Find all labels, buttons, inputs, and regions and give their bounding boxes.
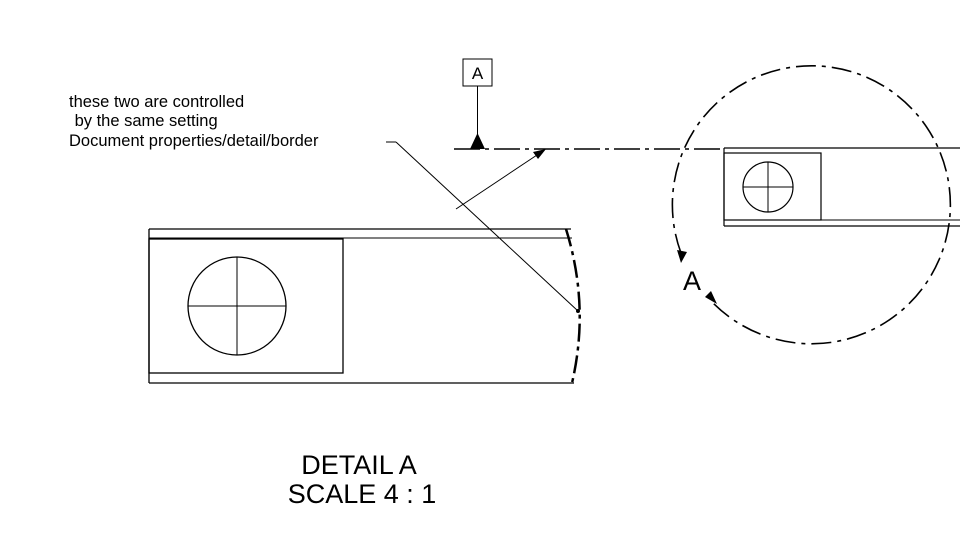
detail-circle-label: A bbox=[683, 266, 701, 296]
datum-label: A bbox=[472, 64, 484, 83]
leader-lines bbox=[395, 141, 580, 313]
detail-scale: SCALE 4 : 1 bbox=[288, 479, 437, 509]
parent-view bbox=[723, 147, 960, 227]
leader-line-to-detail-circle bbox=[455, 152, 541, 210]
detail-circle-arrow-lower bbox=[705, 291, 717, 304]
detail-circle-outline bbox=[671, 65, 952, 345]
detail-title: DETAIL A bbox=[301, 450, 417, 480]
annotation-line-3: Document properties/detail/border bbox=[69, 132, 319, 150]
detail-circle-arrow-upper bbox=[677, 250, 687, 263]
detail-view-border-arc bbox=[564, 228, 581, 384]
leader-endpoint-dot bbox=[576, 309, 580, 313]
detail-view bbox=[148, 228, 581, 384]
leader-arrowhead bbox=[533, 149, 546, 159]
parent-pocket-outline bbox=[723, 152, 822, 221]
annotation-line-1: these two are controlled bbox=[69, 93, 244, 111]
leader-line-to-detail-border bbox=[395, 141, 579, 312]
datum-feature-symbol: A bbox=[462, 58, 493, 149]
detail-title-block: DETAIL A SCALE 4 : 1 bbox=[288, 450, 437, 509]
datum-triangle bbox=[470, 133, 485, 149]
annotation-line-2: by the same setting bbox=[70, 112, 218, 130]
detail-circle-callout: A bbox=[671, 65, 952, 345]
annotation-note: these two are controlled by the same set… bbox=[69, 93, 396, 150]
detail-pocket-outline bbox=[148, 238, 344, 374]
